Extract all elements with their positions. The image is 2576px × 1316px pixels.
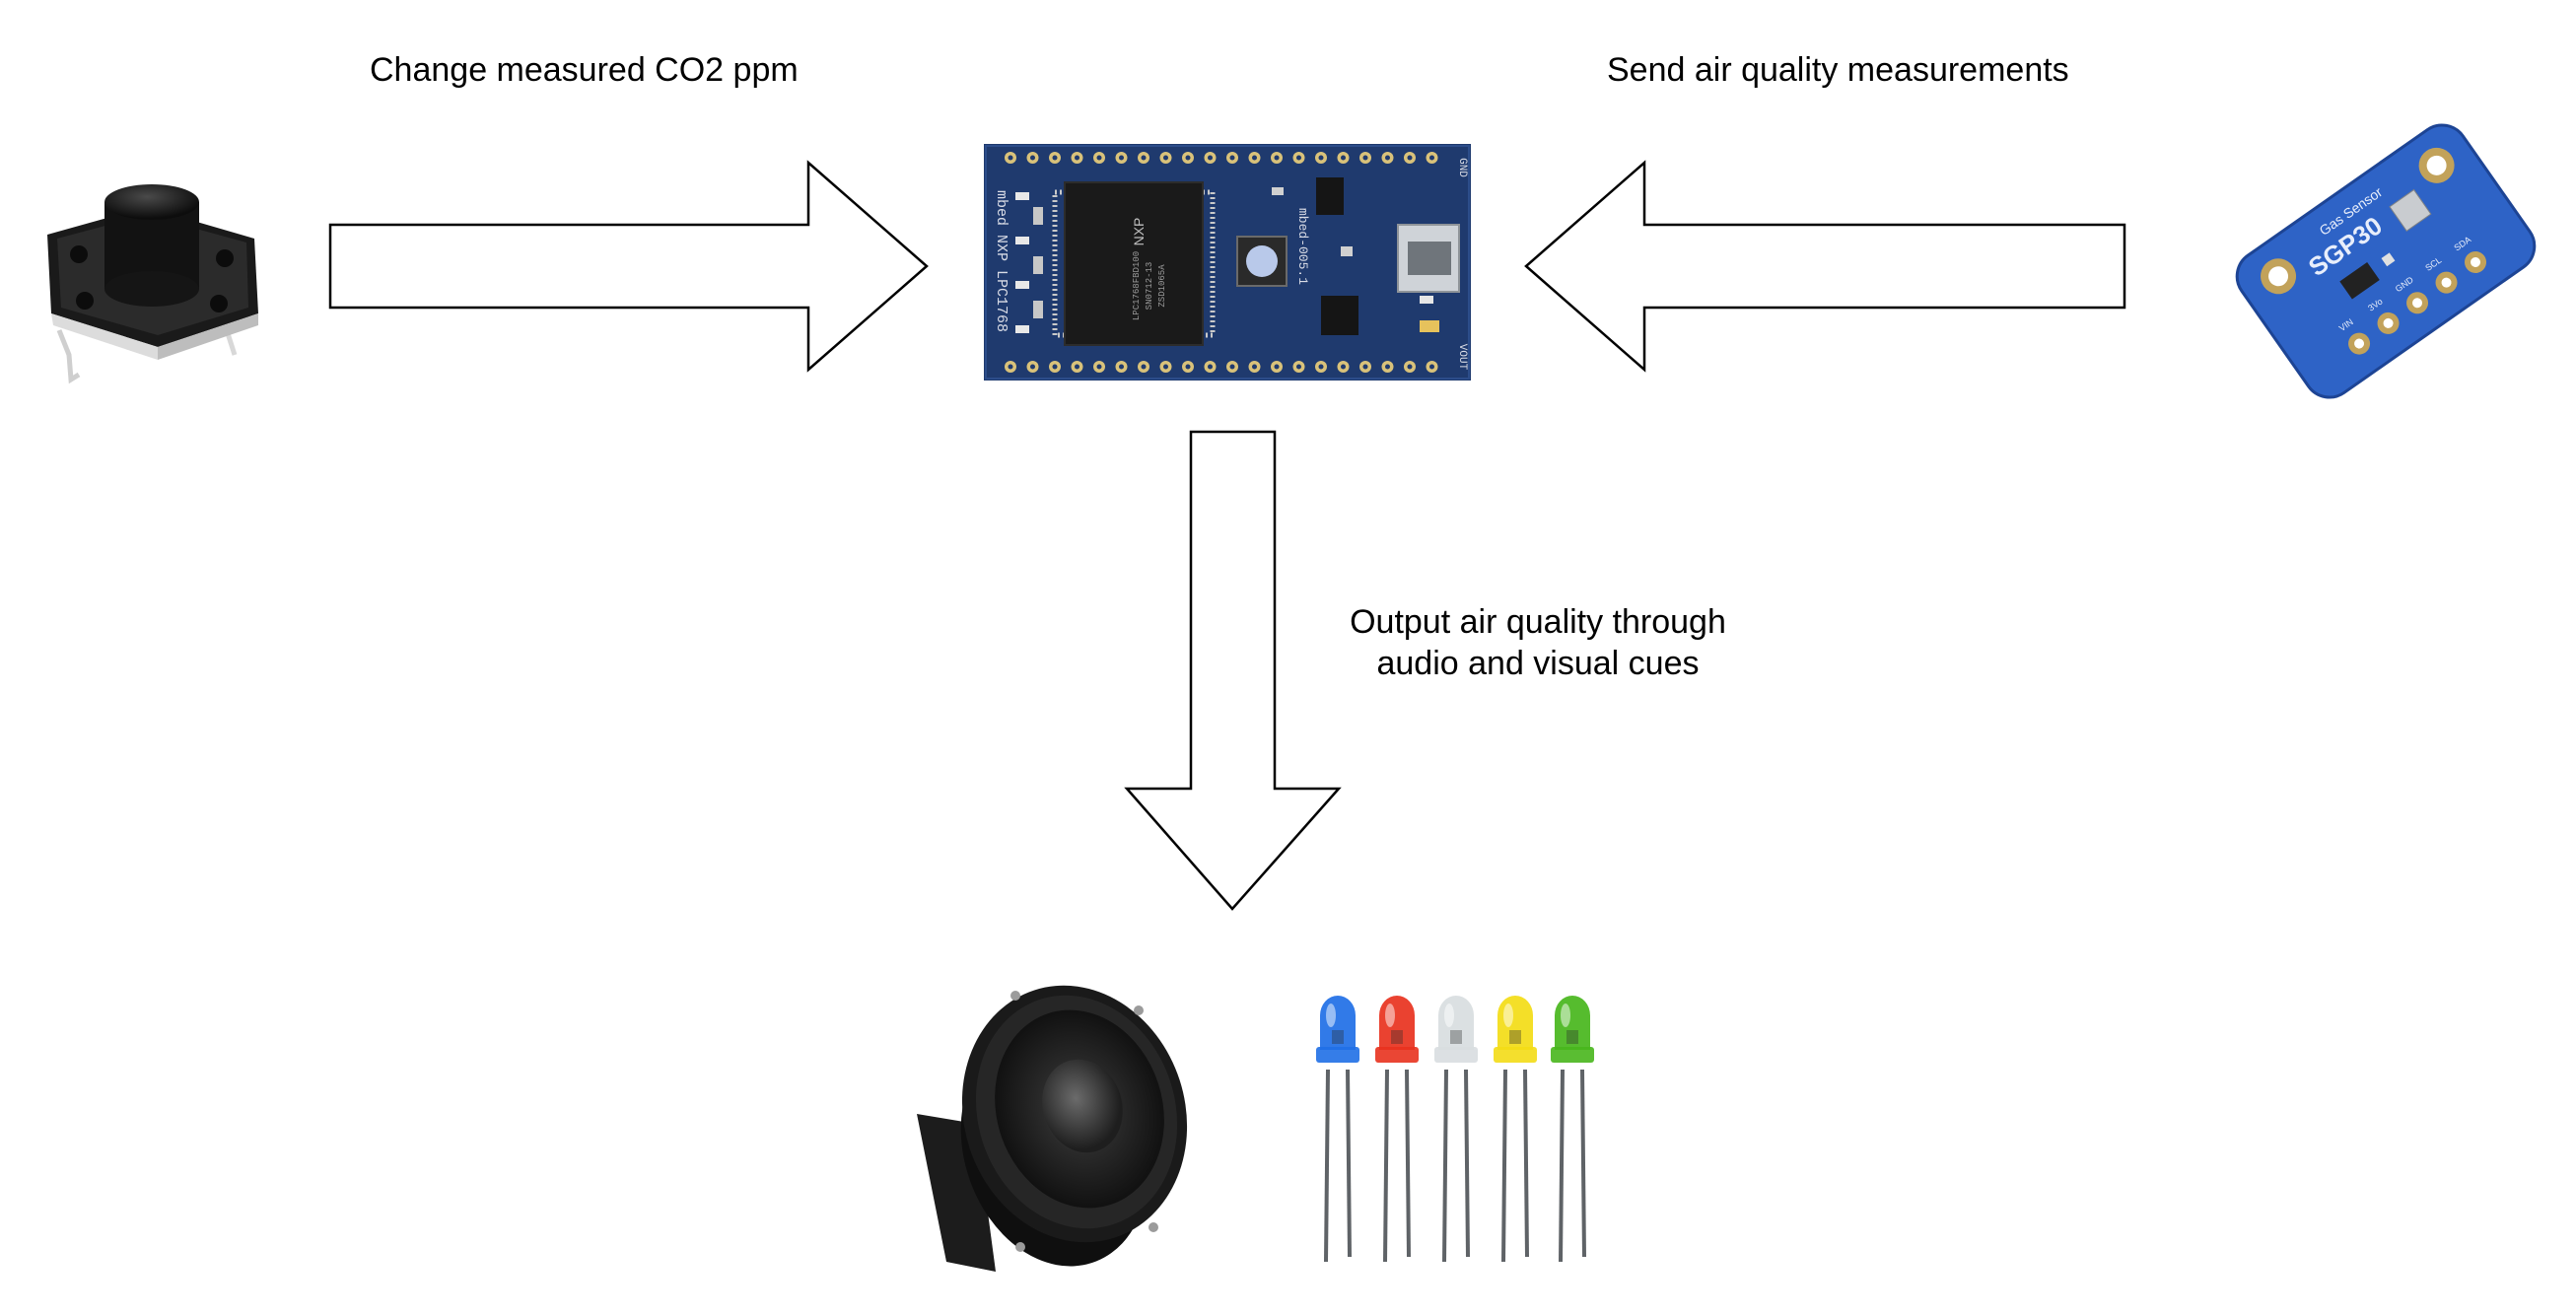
push-button-icon [47,184,258,384]
arrow-board-to-outputs [1124,430,1342,911]
header-pin-hole [1075,155,1079,161]
arrow-button-to-board [328,160,929,373]
label-change-co2: Change measured CO2 ppm [370,51,799,89]
header-pin-hole [1229,364,1235,370]
chip-brand: NXP [1131,218,1147,246]
board-silk-left: mbed NXP LPC1768 [993,190,1010,332]
header-pin-hole [1141,364,1147,370]
label-output-line1: Output air quality through [1350,603,1726,641]
pin-gnd-label: GND [1456,158,1468,177]
header-pin-hole [1075,364,1079,370]
header-pin-hole [1318,155,1324,161]
sensor-pin-hole [2471,256,2481,267]
header-pin-hole [1008,364,1013,370]
header-pin-hole [1141,155,1147,161]
header-pin-hole [1030,364,1035,370]
header-pin-hole [1208,364,1213,370]
label-send-measurements: Send air quality measurements [1607,51,2069,89]
header-pin-hole [1163,364,1168,370]
header-pin-hole [1185,155,1191,161]
header-pin-hole [1407,364,1413,370]
sensor-pin-hole [2354,338,2365,349]
label-output-line2: audio and visual cues [1376,645,1700,682]
led-icon [1434,996,1478,1263]
sensor-pin-hole [2383,317,2394,328]
chip-line3: ZSD1065A [1157,264,1167,308]
header-pin-hole [1341,155,1346,161]
header-pin-hole [1362,364,1368,370]
header-pin-hole [1252,155,1257,161]
label-output-air-quality: Output air quality through audio and vis… [1336,601,1740,684]
header-pin-hole [1185,364,1191,370]
header-pin-hole [1296,364,1301,370]
header-pin-hole [1030,155,1035,161]
header-pin-hole [1318,364,1324,370]
chip-line2: SN0712-13 [1145,262,1154,311]
header-pin-hole [1274,364,1280,370]
header-pin-hole [1229,155,1235,161]
header-pin-hole [1008,155,1013,161]
led-icon [1494,996,1537,1263]
header-pin-hole [1341,364,1346,370]
speaker-icon [917,985,1188,1272]
header-pin-hole [1362,155,1368,161]
led-icon [1375,996,1419,1263]
header-pin-hole [1208,155,1213,161]
header-pin-hole [1429,155,1434,161]
chip-line1: LPC1768FBD100 [1132,251,1142,320]
header-pin-hole [1052,364,1058,370]
led-icon [1316,996,1359,1263]
header-pin-hole [1163,155,1168,161]
sensor-pin-hole [2412,298,2423,309]
header-pin-hole [1119,155,1124,161]
header-pin-hole [1119,364,1124,370]
header-pin-hole [1385,155,1390,161]
header-pin-hole [1429,364,1434,370]
header-pin-hole [1252,364,1257,370]
header-pin-hole [1407,155,1413,161]
header-pin-hole [1385,364,1390,370]
header-pin-hole [1096,155,1102,161]
mbed-board-icon: NXP LPC1768FBD100 SN0712-13 ZSD1065A mbe… [984,144,1471,381]
led-icon [1551,996,1594,1263]
header-pin-hole [1052,155,1058,161]
arrow-sensor-to-board [1524,160,2126,373]
sensor-pin-hole [2441,277,2452,288]
board-side-text: mbed-005.1 [1295,208,1310,285]
header-pin-hole [1274,155,1280,161]
header-pin-hole [1296,155,1301,161]
pin-vout-label: VOUT [1456,344,1468,371]
header-pin-hole [1096,364,1102,370]
